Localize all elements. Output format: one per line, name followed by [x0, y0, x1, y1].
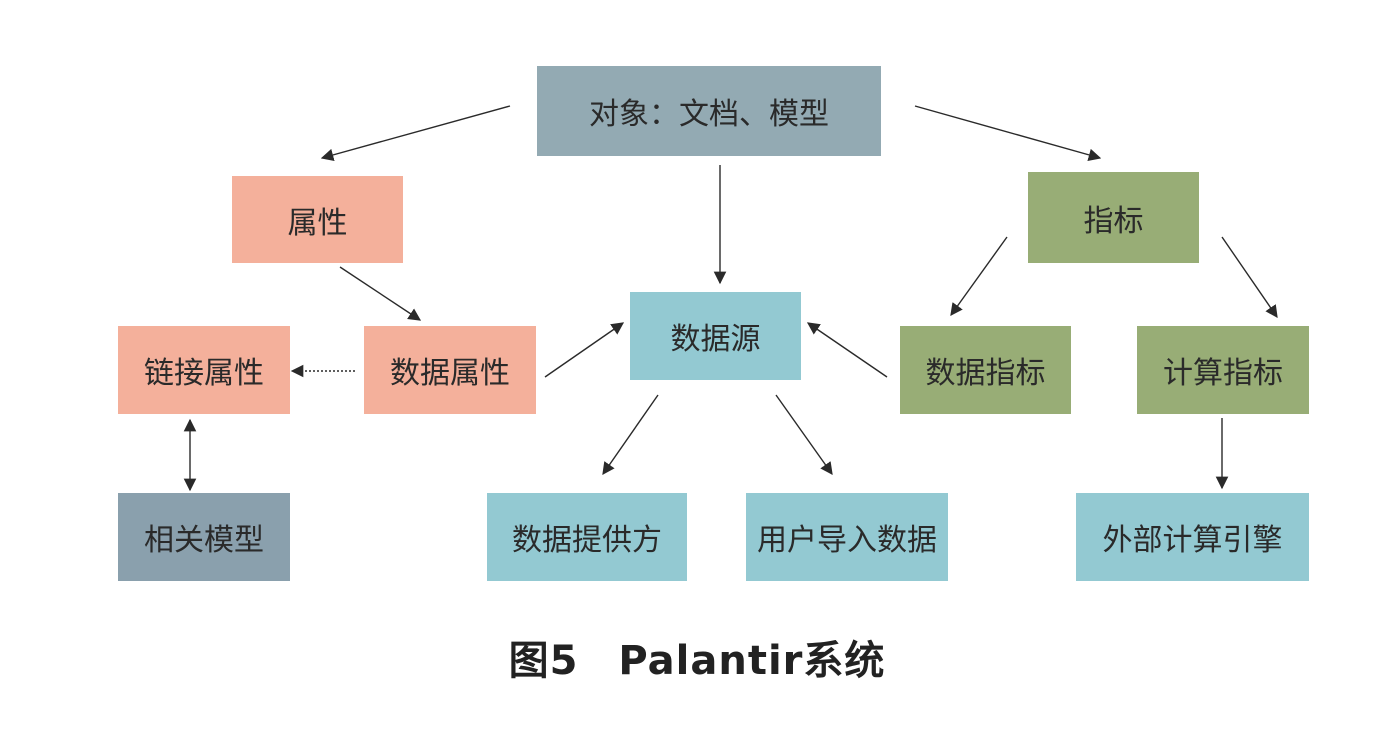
node-object: 对象：文档、模型: [537, 66, 881, 156]
edge-data-source-to-user-import: [775, 394, 833, 476]
edge-metric-to-calc-metric: [1221, 236, 1278, 319]
node-related-model: 相关模型: [118, 493, 290, 581]
edge-attribute-to-data-attr: [339, 266, 422, 321]
edge-object-to-attribute: [320, 105, 511, 162]
node-calc-metric: 计算指标: [1137, 326, 1309, 414]
node-data-provider: 数据提供方: [487, 493, 687, 581]
node-user-import: 用户导入数据: [746, 493, 948, 581]
node-link-attribute: 链接属性: [118, 326, 290, 414]
figure-title: Palantir系统: [618, 638, 886, 684]
edge-data-attr-to-data-source: [544, 322, 625, 378]
edge-data-source-to-data-provider: [602, 394, 659, 476]
node-attribute: 属性: [232, 176, 403, 263]
node-data-source: 数据源: [630, 292, 801, 380]
node-external-engine: 外部计算引擎: [1076, 493, 1309, 581]
figure-number: 图5: [508, 638, 579, 684]
edge-object-to-metric: [914, 105, 1102, 161]
edge-data-metric-to-data-source: [806, 322, 888, 378]
node-data-attribute: 数据属性: [364, 326, 536, 414]
node-data-metric: 数据指标: [900, 326, 1071, 414]
edge-metric-to-data-metric: [950, 236, 1008, 317]
figure-caption: 图5 Palantir系统: [0, 628, 1394, 686]
node-metric: 指标: [1028, 172, 1199, 263]
